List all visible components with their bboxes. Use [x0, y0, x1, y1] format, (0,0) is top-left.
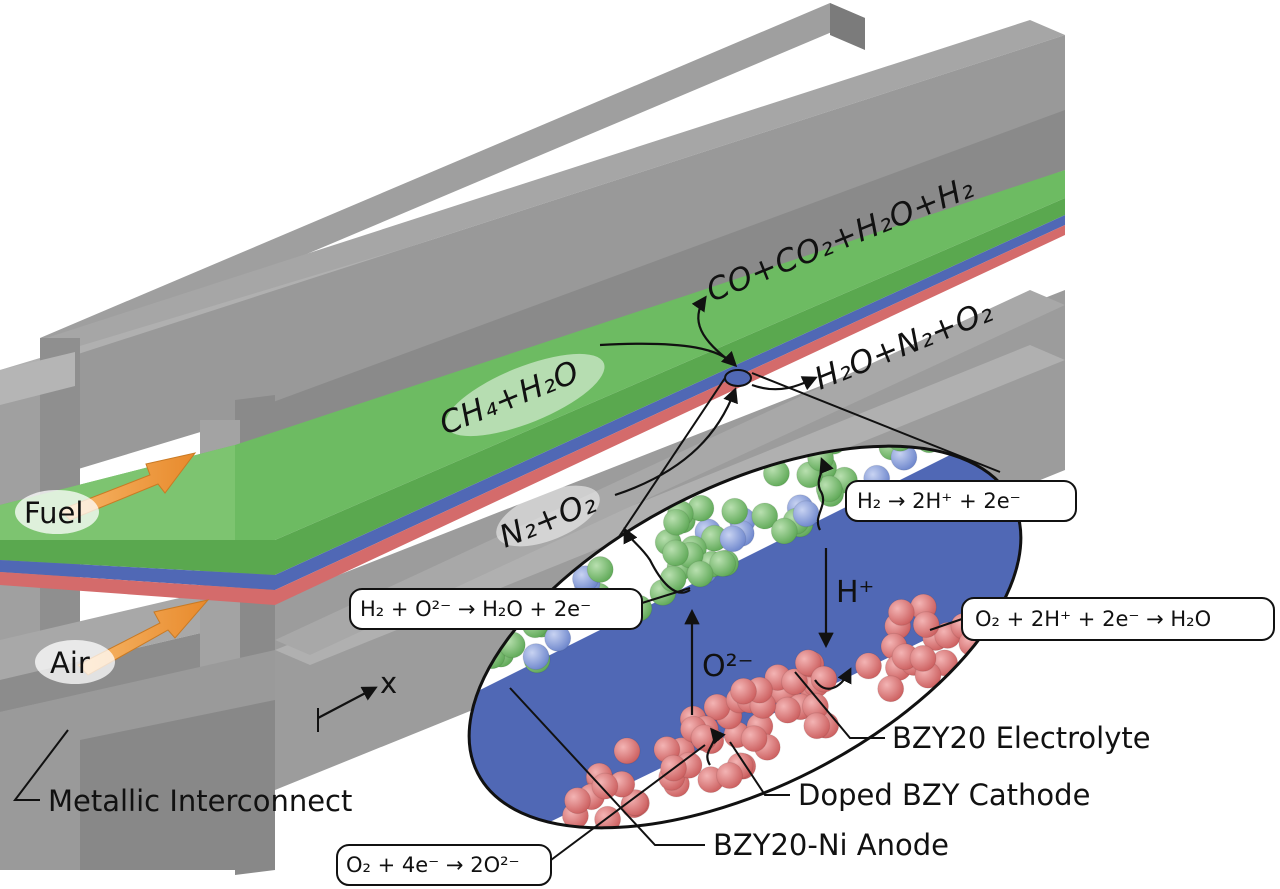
anode-particle	[522, 643, 550, 671]
cathode-particle	[803, 712, 831, 740]
anode-particle	[686, 560, 714, 588]
cathode-particle	[912, 611, 940, 639]
cathode-particle	[909, 644, 937, 672]
cathode-particle	[740, 725, 768, 753]
anode-particle	[770, 517, 798, 545]
fuel-label: Fuel	[24, 496, 83, 530]
interconnect-label: Metallic Interconnect	[48, 784, 352, 818]
anode-particle	[659, 565, 687, 593]
cathode-label: Doped BZY Cathode	[798, 778, 1090, 812]
cathode-particle	[564, 787, 591, 815]
proton-label: H⁺	[836, 575, 874, 610]
cathode-particle	[613, 737, 641, 765]
magnified-spot	[724, 369, 752, 387]
axis-x-label: x	[380, 666, 397, 700]
cathode-particle	[774, 696, 801, 724]
svg-text:O₂ + 4e⁻ → 2O²⁻: O₂ + 4e⁻ → 2O²⁻	[346, 853, 520, 877]
cathode-particle	[810, 665, 838, 693]
cathode-particle	[887, 598, 915, 626]
anode-particle	[662, 508, 690, 536]
svg-text:O₂ + 2H⁺ + 2e⁻ → H₂O: O₂ + 2H⁺ + 2e⁻ → H₂O	[975, 607, 1211, 631]
cathode-particle	[781, 668, 808, 696]
reaction-box-cathode-water: O₂ + 2H⁺ + 2e⁻ → H₂O	[961, 597, 1275, 641]
anode-label: BZY20-Ni Anode	[713, 828, 949, 862]
anode-particle	[719, 525, 747, 553]
air-label: Air	[50, 646, 90, 680]
anode-particle	[721, 497, 749, 525]
particle-spheres	[466, 385, 986, 833]
reaction-box-cathode-oxide: O₂ + 4e⁻ → 2O²⁻	[336, 844, 552, 886]
cathode-particle	[716, 762, 743, 789]
oxide-ion-label: O²⁻	[702, 649, 753, 684]
anode-particle	[586, 556, 614, 583]
svg-text:H₂ → 2H⁺ + 2e⁻: H₂ → 2H⁺ + 2e⁻	[857, 489, 1021, 513]
cathode-particle	[877, 675, 905, 703]
anode-particle	[662, 539, 689, 567]
x-axis-indicator: x	[317, 666, 397, 732]
anode-particle	[709, 550, 737, 578]
cathode-particle	[730, 677, 757, 705]
anode-particle	[751, 502, 779, 530]
electrolyte-label: BZY20 Electrolyte	[892, 721, 1151, 755]
svg-text:H₂ + O²⁻ → H₂O + 2e⁻: H₂ + O²⁻ → H₂O + 2e⁻	[360, 597, 591, 621]
reaction-box-anode-h2: H₂ → 2H⁺ + 2e⁻	[845, 480, 1077, 522]
cathode-particle	[621, 789, 649, 817]
cathode-particle	[794, 649, 822, 677]
cathode-particle	[591, 772, 619, 800]
reaction-box-anode-oxide: H₂ + O²⁻ → H₂O + 2e⁻	[349, 588, 643, 630]
anode-particle	[792, 500, 820, 528]
cathode-particle	[855, 652, 882, 680]
